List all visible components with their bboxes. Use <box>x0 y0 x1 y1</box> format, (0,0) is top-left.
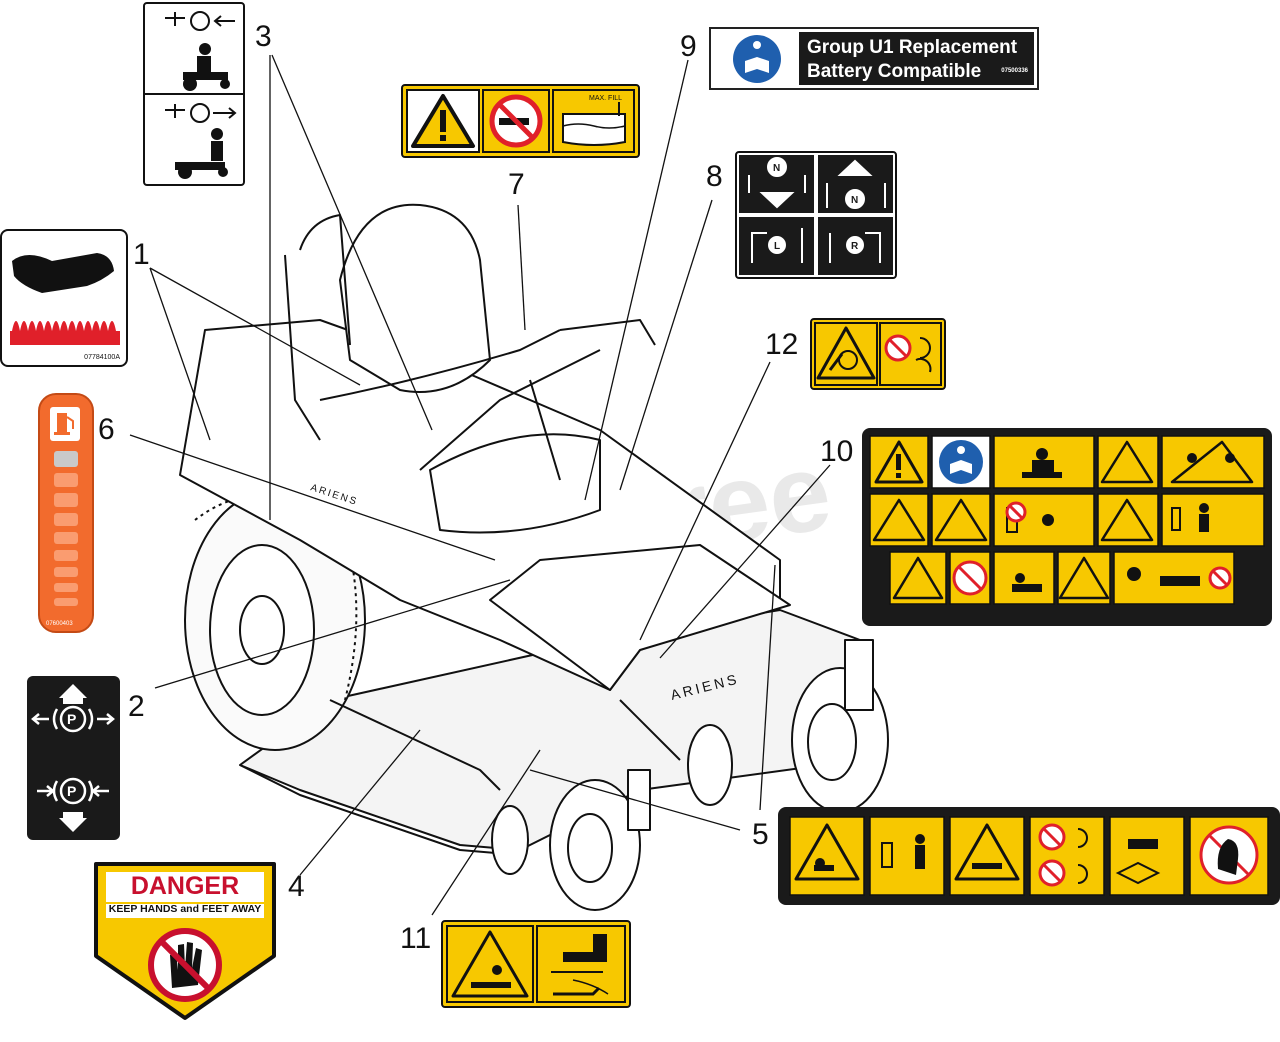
callout-11: 11 <box>400 922 432 955</box>
callout-3: 3 <box>255 20 272 53</box>
arrow-up-icon <box>59 684 87 698</box>
svg-text:R: R <box>851 241 859 252</box>
operator-presence-icon <box>145 11 243 179</box>
operator-seat <box>339 203 491 393</box>
callout-8: 8 <box>706 160 723 193</box>
callout-6: 6 <box>98 413 115 446</box>
parking-brake-icon <box>59 777 87 805</box>
callout-4: 4 <box>288 870 305 903</box>
person-icon <box>915 834 925 844</box>
decal-4-danger: DANGER KEEP HANDS and FEET AWAY <box>92 860 278 1022</box>
decal-10-safety-panel <box>862 428 1272 626</box>
callout-12: 12 <box>765 328 799 361</box>
hand-icon <box>12 253 114 293</box>
callout-1: 1 <box>133 238 150 271</box>
decal-3-operator-presence <box>143 2 245 186</box>
key-icon <box>1128 839 1158 849</box>
neutral-icon <box>845 189 865 209</box>
neutral-icon <box>767 157 787 177</box>
callout-10: 10 <box>820 435 854 468</box>
foot-platform <box>489 544 791 691</box>
decal-hot-surface: 07784100A <box>0 229 128 367</box>
svg-text:P: P <box>67 711 76 727</box>
battery-line-2: Battery Compatible <box>807 61 982 82</box>
fuel-level-bars <box>54 451 78 606</box>
danger-title: DANGER <box>130 872 240 900</box>
heat-icon <box>10 321 120 345</box>
decal-11-foot-warning <box>441 920 631 1008</box>
decal-5-deck-safety <box>778 807 1280 905</box>
battery-line-1: Group U1 Replacement <box>807 37 1018 58</box>
max-fill-label: MAX. FILL <box>589 95 622 102</box>
svg-text:P: P <box>67 783 76 799</box>
decal-8-steering-controls: N N L R <box>735 151 897 279</box>
part-number: 07784100A <box>84 354 120 361</box>
fuel-tank-icon <box>562 113 626 146</box>
callout-5: 5 <box>752 818 769 851</box>
callout-9: 9 <box>680 30 697 63</box>
foot-position-icon <box>563 934 607 962</box>
front-caster-wheel <box>549 779 641 911</box>
fuel-pump-icon <box>54 413 74 435</box>
svg-text:L: L <box>774 241 780 252</box>
danger-subtitle: KEEP HANDS and FEET AWAY <box>108 903 262 915</box>
callout-2: 2 <box>128 690 145 723</box>
decal-9-battery: Group U1 Replacement Battery Compatible … <box>709 27 1039 90</box>
part-number: 07500336 <box>1001 68 1028 74</box>
svg-text:N: N <box>773 163 780 174</box>
callout-7: 7 <box>508 168 525 201</box>
slope-warning-icon <box>872 440 1254 600</box>
foot-injury-warning-icon <box>451 930 529 998</box>
thrown-object-warning-icon <box>794 823 1020 881</box>
decal-7-fuel-warning: MAX. FILL <box>401 84 640 158</box>
part-number: 07600403 <box>46 621 73 627</box>
decal-6-fuel-gauge: 07600403 <box>38 393 94 633</box>
arrow-down-icon <box>59 818 87 832</box>
svg-text:N: N <box>851 195 858 206</box>
parking-brake-icon <box>59 705 87 733</box>
decal-12-blade-warning <box>810 318 946 390</box>
